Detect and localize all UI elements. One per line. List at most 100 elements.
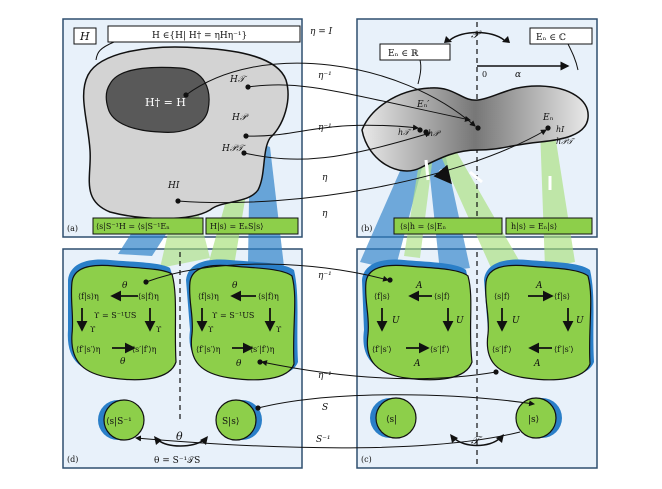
d-right-point [257,359,263,365]
label-eta-inv-4: η⁻¹ [318,371,332,381]
label-eta-inv-2: η⁻¹ [318,123,332,133]
point-hI [545,125,551,131]
panel-b: 𝒫 Eₙ ∈ ℝ Eₙ ∈ ℂ 0 α Eₙ′ h𝒯 h𝒫 Eₙ hI h𝒫𝒯 … [361,22,593,236]
c-right-U-right: U [576,316,584,326]
arrow-eta-1 [243,131,431,160]
hermitian-region [105,66,210,133]
label-H-I: HI [167,181,180,191]
c-right-sf: ⟨s|f⟩ [494,292,510,301]
right-blob-d [188,264,296,381]
complex-eigen-label: Eₙ ∈ ℂ [536,33,566,43]
c-right-fs-prime: ⟨f′|s′⟩ [554,345,574,354]
d-left-sf-prime: ⟨s′|f′⟩η [132,345,157,354]
set-definition-box [107,25,301,43]
label-hPT: h𝒫𝒯 [556,137,576,146]
d-left-theta-top: θ [122,281,128,291]
mapping-arrows [135,62,547,449]
eq-box-b-left [393,217,503,235]
d-right-upsilon: ϒ = S⁻¹US [212,311,254,320]
theta-definition: θ = S⁻¹𝒯S [154,456,200,466]
p-arc-head-left [444,36,452,43]
c-right-A-top: A [535,281,543,291]
d-left-Y-left: ϒ [90,325,96,334]
panel-a: H H ∈{H| H† = ηHη⁻¹} H† = H H𝒯 H𝒫 H𝒫𝒯 HI… [67,25,301,235]
alpha-label: α [515,70,521,80]
arrow-eta-inv-2 [245,124,419,137]
t-arc-head-left [450,434,458,443]
d-bra: ⟨s|S⁻¹ [106,417,132,427]
point-hT [417,127,423,133]
d-theta-mid: θ [176,430,183,443]
arrow-eta-I [185,62,476,127]
panel-c: A ⟨f|s⟩ ⟨s|f⟩ U U ⟨f′|s′⟩ ⟨s′|f′⟩ A A ⟨s… [361,252,594,466]
label-eta-inv-3: η⁻¹ [318,271,332,281]
label-H-T: H𝒯 [229,75,248,85]
real-eigen-box [379,43,451,61]
d-right-sf: ⟨s|f⟩η [258,292,279,301]
arrow-eta-inv-3 [145,263,389,283]
p-arc-head-right [502,36,510,43]
real-eigen-label: Eₙ ∈ ℝ [388,49,419,59]
label-hI: hI [556,125,565,134]
hermitian-label: H† = H [145,96,186,109]
box-H [73,27,97,45]
p-symmetry-arc [449,31,505,41]
callout-line [95,41,115,61]
panel-b-tag: (b) [361,224,372,233]
c-ket: |s⟩ [528,415,539,425]
theta-arc [157,439,205,447]
panel-c-tag: (c) [361,455,372,464]
c-bra: ⟨s| [386,415,397,425]
label-H-PT: H𝒫𝒯 [221,144,246,154]
c-left-A-top: A [415,281,423,291]
label-eta-1: η [322,173,328,183]
label-H-P: H𝒫 [231,113,249,123]
eq-box-b-right [505,217,593,235]
c-left-fs-prime: ⟨f′|s′⟩ [372,345,392,354]
d-right-fs-prime: ⟨f′|s′⟩η [196,345,221,354]
label-hT: h𝒯 [398,128,412,137]
right-blob-c [484,264,592,381]
panel-d-tag: (d) [67,455,78,464]
bra-circle-c [375,397,417,439]
eq-box-left [92,217,204,235]
c-right-U-left: U [512,316,520,326]
arrow-S [257,394,535,409]
eq-box-right [205,217,299,235]
d-right-sf-prime: ⟨s′|f′⟩η [250,345,275,354]
d-left-sf: ⟨s|f⟩η [138,292,159,301]
left-blob-d [70,264,177,381]
d-left-theta-bottom: θ [120,357,126,367]
panel-b-eq2: h|s⟩ = Eₙ|s⟩ [511,222,557,231]
d-left-upsilon: ϒ = S⁻¹US [94,311,136,320]
label-S-inv: S⁻¹ [316,435,331,445]
c-right-fs: ⟨f|s⟩ [554,292,570,301]
zero-label: 0 [482,70,487,79]
ket-circle-d [215,399,257,441]
label-En-prime: Eₙ′ [416,100,429,110]
beam-arrow-3 [469,170,483,184]
d-left-fs-prime: ⟨f′|s′⟩η [76,345,101,354]
parity-symbol: 𝒫 [471,28,482,41]
label-eta-inv-1: η⁻¹ [318,71,332,81]
complex-callout [567,43,579,71]
d-right-fs: ⟨f|s⟩η [198,292,219,301]
c-left-U-left: U [392,316,400,326]
point-hermitian-image [475,125,481,131]
c-right-sf-prime: ⟨s′|f′⟩ [492,345,512,354]
beam-arrow-2 [424,159,430,181]
c-left-U-right: U [456,316,464,326]
arrow-eta-inv-1 [247,84,471,122]
real-callout [417,59,422,85]
d-left-Y-right: ϒ [156,325,162,334]
theta-arc-head-left [154,436,162,445]
label-S: S [322,403,328,413]
left-blob-c [364,264,473,381]
label-En: Eₙ [542,113,554,123]
d-right-Y-right: ϒ [276,325,282,334]
t-symmetry-arc [453,437,501,447]
c-left-A-bottom: A [413,359,421,369]
c-left-sf-prime: ⟨s′|f′⟩ [430,345,450,354]
d-right-theta-bottom: θ [236,359,242,369]
